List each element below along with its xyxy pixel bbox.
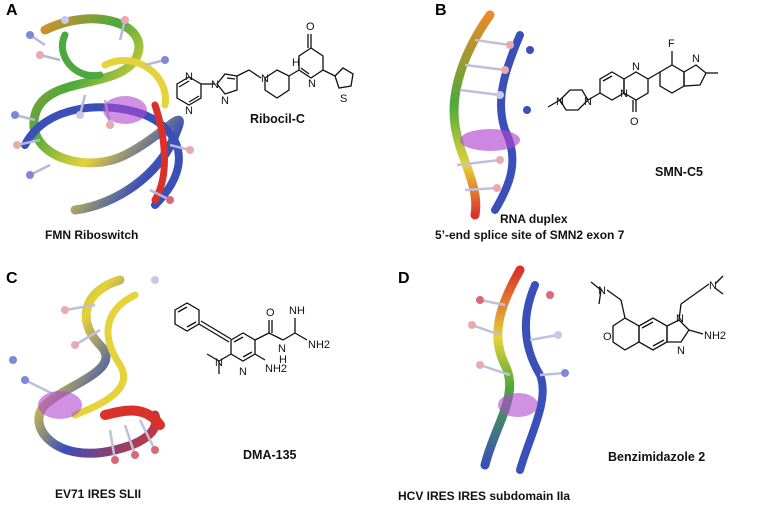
nucleotide-bases	[471, 298, 566, 377]
atom-nh2: NH2	[308, 339, 330, 351]
nucleotide-bases	[456, 38, 511, 192]
atom-n: N	[692, 53, 700, 65]
rna-structure-fmn-riboswitch	[11, 14, 194, 215]
atom-o: O	[306, 21, 315, 33]
rna-structure-duplex	[449, 10, 534, 220]
atom-h: H	[292, 57, 300, 69]
atom-o: O	[630, 116, 639, 128]
atom-n: N	[677, 345, 685, 357]
atom-n: N	[211, 79, 219, 91]
atom-n: N	[185, 105, 193, 117]
panel-label-a: A	[6, 2, 18, 19]
atom-n: N	[709, 280, 717, 292]
atom-o: O	[603, 331, 612, 343]
rna-ribbon	[449, 10, 495, 220]
rna-ribbon	[71, 291, 139, 419]
molecule-name-smn-c5: SMN-C5	[655, 165, 703, 179]
atom-n: N	[221, 95, 229, 107]
panel-label-c: C	[6, 270, 18, 287]
panel-b: B RNA duplex 5’-end splice site of SMN2 …	[390, 0, 780, 255]
molecule-name-benzimidazole-2: Benzimidazole 2	[608, 450, 706, 464]
nucleotide-ends	[9, 276, 159, 464]
panel-a: A FMN Riboswitch	[0, 0, 390, 255]
atom-nh2: NH2	[704, 330, 726, 342]
ligand-density	[38, 391, 82, 419]
ligand-density	[103, 96, 147, 124]
molecule-benzimidazole-2: N O N N N NH2	[590, 275, 726, 357]
rna-ribbon	[480, 265, 525, 470]
atom-n: N	[261, 73, 269, 85]
panel-label-d: D	[398, 270, 410, 287]
atom-n: N	[632, 61, 640, 73]
rna-ribbon	[34, 275, 161, 458]
panel-a-caption: FMN Riboswitch	[45, 228, 139, 242]
rna-structure-hcv-ires-iia	[468, 265, 569, 474]
rna-ribbon	[21, 14, 184, 215]
atom-n: N	[239, 366, 247, 378]
rna-ribbon	[100, 405, 165, 430]
atom-n: N	[556, 96, 564, 108]
panel-d-caption: HCV IRES IRES subdomain IIa	[398, 489, 571, 503]
atom-s: S	[340, 93, 347, 105]
nucleotide-ends	[493, 41, 534, 192]
atom-n: N	[278, 343, 286, 355]
nucleotide-ends	[468, 291, 569, 377]
molecule-smn-c5: N N N N N F O	[547, 38, 718, 128]
molecule-name-dma-135: DMA-135	[243, 448, 297, 462]
atom-n: N	[598, 285, 606, 297]
molecule-dma-135: O N H NH NH2 N N NH2	[174, 302, 330, 378]
atom-n: N	[676, 313, 684, 325]
atom-nh2: NH2	[265, 363, 287, 375]
ligand-density	[460, 129, 520, 151]
atom-f: F	[668, 38, 675, 50]
atom-n: N	[185, 71, 193, 83]
atom-n: N	[308, 78, 316, 90]
nucleotide-ends	[11, 16, 194, 204]
atom-n: N	[584, 96, 592, 108]
atom-h: H	[279, 354, 287, 366]
panel-d: D HCV IRES IRES subdomain IIa	[390, 255, 780, 510]
rna-ribbon	[491, 31, 524, 214]
atom-n: N	[620, 88, 628, 100]
rna-structure-ev71-ires-slii	[9, 275, 165, 464]
panel-label-b: B	[435, 2, 447, 19]
panel-c: C EV71 IRES SLII	[0, 255, 390, 510]
molecule-name-ribocil-c: Ribocil-C	[250, 112, 305, 126]
nucleotide-bases	[24, 303, 157, 461]
panel-c-caption: EV71 IRES SLII	[55, 487, 142, 501]
atom-nh: NH	[289, 305, 305, 317]
atom-n: N	[215, 357, 223, 369]
panel-b-caption-line2: 5’-end splice site of SMN2 exon 7	[435, 228, 625, 242]
ligand-density	[498, 393, 538, 417]
rna-ribbon	[516, 281, 547, 474]
molecule-ribocil-c: N N N N N N O H S	[176, 21, 354, 117]
atom-o: O	[266, 307, 275, 319]
panel-b-caption-line1: RNA duplex	[500, 212, 568, 226]
